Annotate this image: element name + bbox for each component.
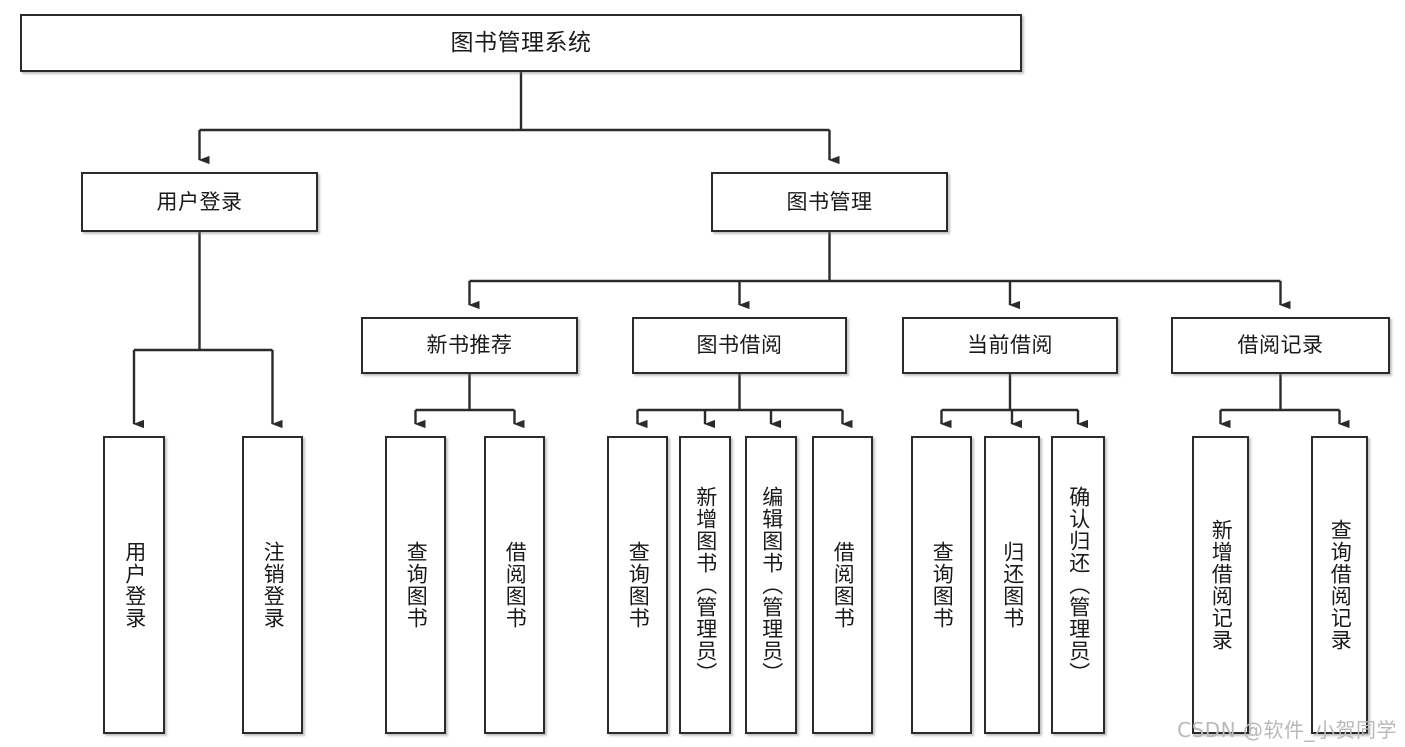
node-leaf-confirm-return-admin[interactable]: 确认归还（管理员） — [1051, 436, 1105, 734]
node-label: 新增图书（管理员） — [693, 486, 718, 684]
node-label: 新书推荐 — [426, 333, 513, 358]
node-leaf-borrow-book-recommend[interactable]: 借阅图书 — [484, 436, 545, 734]
node-label: 新增借阅记录 — [1209, 519, 1234, 651]
node-label: 归还图书 — [1000, 541, 1025, 629]
csdn-watermark: CSDN @软件_小贺同学 — [1177, 718, 1397, 742]
node-label: 图书管理 — [786, 189, 873, 214]
node-label: 借阅图书 — [831, 541, 856, 629]
node-borrow-record[interactable]: 借阅记录 — [1171, 317, 1390, 374]
node-label: 确认归还（管理员） — [1066, 486, 1091, 684]
node-leaf-borrow-book[interactable]: 借阅图书 — [812, 436, 873, 734]
node-label: 查询图书 — [404, 541, 429, 629]
node-book-management-system[interactable]: 图书管理系统 — [20, 14, 1022, 72]
node-label: 当前借阅 — [967, 333, 1053, 358]
node-leaf-query-book-borrow[interactable]: 查询图书 — [607, 436, 668, 734]
node-label: 注销登录 — [261, 541, 286, 629]
node-book-borrow[interactable]: 图书借阅 — [632, 317, 847, 374]
node-label: 查询借阅记录 — [1328, 519, 1353, 651]
node-leaf-logout[interactable]: 注销登录 — [242, 436, 303, 734]
node-label: 图书管理系统 — [450, 29, 592, 56]
node-leaf-query-borrow-record[interactable]: 查询借阅记录 — [1311, 436, 1368, 734]
node-leaf-query-book-current[interactable]: 查询图书 — [911, 436, 972, 734]
node-label: 编辑图书（管理员） — [759, 486, 784, 684]
node-current-borrow[interactable]: 当前借阅 — [902, 317, 1118, 374]
node-book-management[interactable]: 图书管理 — [711, 172, 948, 232]
node-leaf-edit-book-admin[interactable]: 编辑图书（管理员） — [745, 436, 797, 734]
node-leaf-return-book[interactable]: 归还图书 — [984, 436, 1040, 734]
node-new-book-recommend[interactable]: 新书推荐 — [361, 317, 578, 374]
node-label: 借阅图书 — [503, 541, 528, 629]
node-leaf-add-borrow-record[interactable]: 新增借阅记录 — [1192, 436, 1249, 734]
node-label: 查询图书 — [626, 541, 651, 629]
node-leaf-query-book-recommend[interactable]: 查询图书 — [385, 436, 446, 734]
node-user-login[interactable]: 用户登录 — [81, 172, 318, 232]
node-leaf-add-book-admin[interactable]: 新增图书（管理员） — [679, 436, 731, 734]
node-label: 查询图书 — [930, 541, 955, 629]
node-label: 用户登录 — [156, 189, 243, 214]
node-leaf-user-login[interactable]: 用户登录 — [103, 436, 165, 734]
node-label: 图书借阅 — [696, 333, 783, 358]
node-label: 用户登录 — [122, 541, 147, 629]
node-label: 借阅记录 — [1237, 333, 1324, 358]
